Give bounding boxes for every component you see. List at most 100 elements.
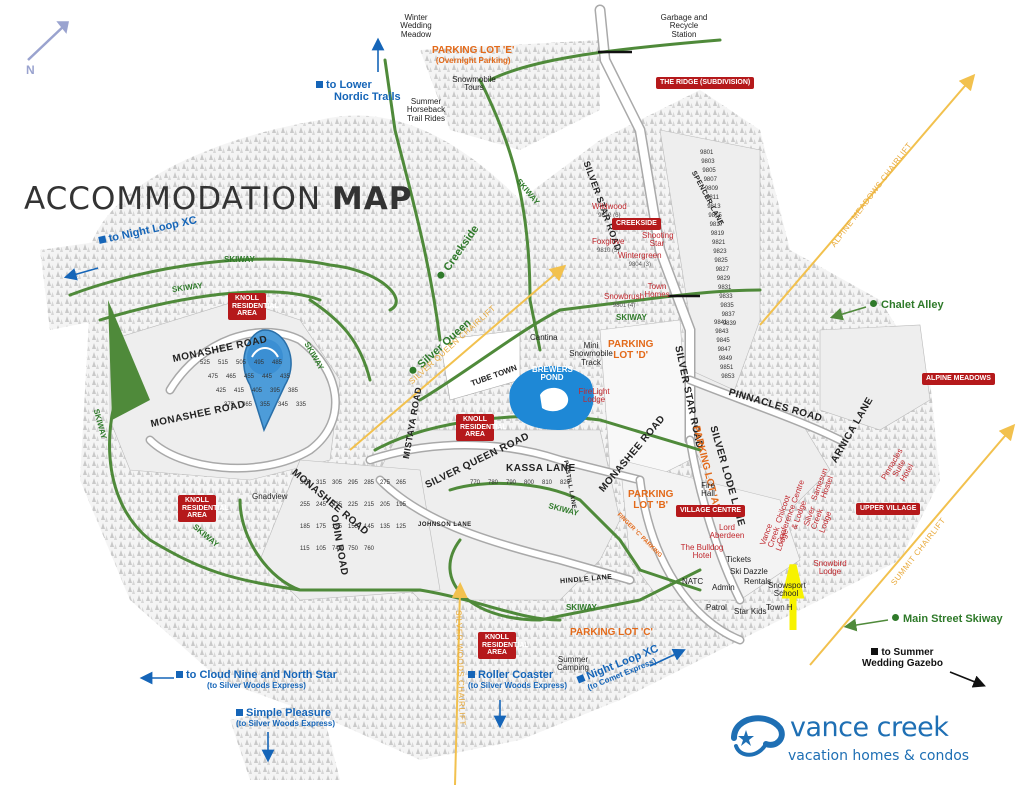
lot-number: 750 — [348, 546, 359, 552]
lodge-wildwood-num: 9812 (6) — [598, 213, 621, 220]
trail-chalet-alley[interactable]: Chalet Alley — [870, 299, 944, 312]
lot-number: 9803 — [701, 159, 715, 165]
parking-lot-b-2: LOT 'B' — [633, 499, 669, 511]
lot-number: 255 — [300, 502, 311, 508]
lot-number: 820 — [560, 480, 571, 486]
lodge-foxglove-num: 9810 (5) — [597, 248, 620, 255]
lot-number: 185 — [300, 524, 311, 530]
lot-number: 445 — [262, 374, 273, 380]
box-alpine-meadows[interactable]: ALPINE MEADOWS — [922, 373, 995, 385]
lot-number: 235 — [332, 502, 343, 508]
lodge-wildwood-label: Wildwood — [592, 202, 627, 211]
lot-number: 9825 — [714, 258, 728, 264]
lot-number: 9819 — [710, 231, 725, 237]
lodge-snowbrush-label: Snowbrush — [604, 292, 645, 301]
lot-number: 175 — [316, 524, 327, 530]
place-gnadview: Gnadview — [252, 492, 288, 501]
box-village-centre[interactable]: VILLAGE CENTRE — [676, 505, 746, 517]
logo-tagline: vacation homes & condos — [788, 748, 970, 764]
lot-number: 9847 — [717, 347, 731, 353]
lodge-lord-aberdeen[interactable]: Lord Aberdeen — [709, 523, 745, 541]
logo-brand: vance creek — [790, 712, 949, 743]
parking-lot-e: PARKING LOT 'E'(Overnight Parking) — [432, 45, 515, 65]
link-simple-pleasure-label: Simple Pleasure — [246, 707, 331, 719]
lot-number: 9817 — [709, 222, 723, 228]
box-knoll-1[interactable]: KNOLL RESIDENTIAL AREA — [228, 293, 279, 321]
lot-number: 195 — [396, 502, 407, 508]
lot-number: 800 — [524, 480, 535, 486]
box-knoll-3[interactable]: KNOLL RESIDENTIAL AREA — [178, 495, 229, 523]
trail-main-street-skiway[interactable]: Main Street Skiway — [892, 613, 1003, 626]
lot-number: 9807 — [703, 177, 717, 183]
link-simple-pleasure[interactable]: Simple Pleasure(to Silver Woods Express) — [236, 707, 335, 728]
vance-creek-logo[interactable]: vance creek vacation homes & condos — [728, 708, 993, 772]
link-square-icon — [98, 235, 107, 244]
link-summer-gazebo-1: to Summer — [881, 647, 934, 658]
lot-number: 105 — [316, 546, 327, 552]
lot-number: 9837 — [721, 312, 735, 318]
lot-number: 9823 — [713, 249, 727, 255]
link-simple-pleasure-sub: (to Silver Woods Express) — [236, 718, 335, 728]
lot-number: 9853 — [721, 374, 735, 380]
skiway-label: SKIWAY — [616, 313, 647, 322]
box-creekside[interactable]: CREEKSIDE — [612, 218, 661, 230]
lodge-shooting-star[interactable]: Shooting Star — [642, 231, 674, 249]
link-square-icon — [576, 674, 586, 684]
pond-island — [540, 387, 569, 412]
lot-number: 9851 — [720, 365, 734, 371]
lot-number: 115 — [300, 546, 310, 552]
place-snowmobile-tours: Snowmobile Tours — [452, 75, 496, 93]
box-knoll-4[interactable]: KNOLL RESIDENTIAL AREA — [478, 632, 529, 660]
lot-number: 295 — [348, 480, 359, 486]
lot-number: 225 — [348, 502, 359, 508]
place-town-hall: Town H — [766, 603, 793, 612]
map-title-bold: MAP — [331, 181, 413, 217]
link-roller-coaster-label: Roller Coaster — [478, 669, 554, 681]
place-garbage: Garbage and Recycle Station — [660, 13, 708, 39]
link-arrows — [27, 21, 986, 763]
parking-lot-e-label: PARKING LOT 'E' — [432, 45, 515, 56]
place-summer-camping: Summer Camping — [556, 655, 589, 673]
lot-number: 770 — [470, 480, 481, 486]
lot-number: 9813 — [707, 204, 721, 210]
lot-number: 485 — [272, 360, 283, 366]
lot-number: 285 — [364, 480, 375, 486]
lodge-snowbrush[interactable]: Snowbrush 9801 (4) — [604, 292, 645, 310]
place-mini-snowmobile: Mini Snowmobile Track — [569, 341, 613, 367]
box-upper-village[interactable]: UPPER VILLAGE — [856, 503, 921, 515]
parking-lot-d-1: PARKING — [608, 339, 654, 350]
lodge-firelight[interactable]: FireLight Lodge — [578, 387, 610, 405]
lodge-snowbrush-num: 9801 (4) — [612, 303, 636, 310]
lot-number: 415 — [234, 388, 245, 394]
place-cantina: Cantina — [530, 333, 558, 342]
lot-number: 505 — [236, 360, 247, 366]
lot-number: 9841 — [714, 320, 728, 326]
box-the-ridge[interactable]: THE RIDGE (SUBDIVISION) — [656, 77, 755, 89]
lot-number: 9839 — [722, 321, 737, 327]
box-knoll-2[interactable]: KNOLL RESIDENTIAL AREA — [456, 414, 507, 442]
link-cloud-nine[interactable]: to Cloud Nine and North Star(to Silver W… — [176, 669, 337, 690]
lodge-wildwood[interactable]: Wildwood 9812 (6) — [592, 202, 627, 220]
link-roller-coaster[interactable]: Roller Coaster(to Silver Woods Express) — [468, 669, 567, 690]
lot-number: 780 — [488, 480, 499, 486]
lot-number: 215 — [364, 502, 375, 508]
lot-number: 435 — [280, 374, 291, 380]
lot-number: 325 — [300, 480, 311, 486]
lodge-town-homes[interactable]: Town Homes — [644, 282, 670, 300]
lodge-bulldog[interactable]: The Bulldog Hotel — [680, 543, 724, 561]
location-pin[interactable] — [243, 329, 292, 433]
lot-number: 525 — [200, 360, 211, 366]
lot-number: 9801 — [700, 150, 714, 156]
lot-number: 345 — [278, 402, 289, 408]
map-title: ACCOMMODATION MAP — [24, 183, 412, 216]
lot-number: 9815 — [708, 213, 722, 219]
parking-lot-d-2: LOT 'D' — [613, 349, 649, 361]
place-natc: NATC — [682, 577, 704, 586]
lodge-snowbird[interactable]: Snowbird Lodge — [813, 559, 847, 577]
